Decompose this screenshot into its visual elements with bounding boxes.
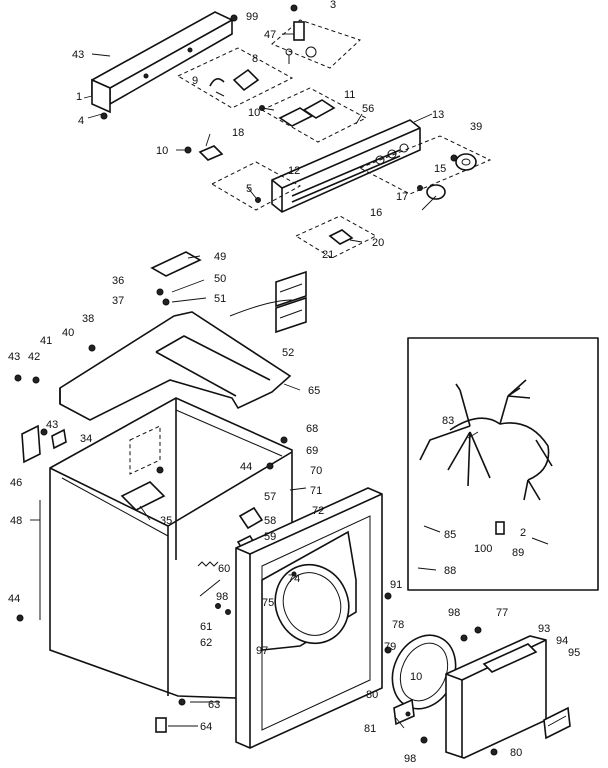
label-42: 42 [28, 351, 40, 363]
bracket-46 [21, 424, 67, 464]
label-8: 8 [252, 53, 258, 65]
label-85: 85 [444, 529, 456, 541]
label-89: 89 [512, 547, 524, 559]
control-knobs [358, 135, 492, 200]
label-44: 44 [8, 593, 20, 605]
label-70: 70 [310, 465, 322, 477]
label-52: 52 [282, 347, 294, 359]
label-60: 60 [218, 563, 230, 575]
top-panel-65 [59, 299, 293, 421]
label-38: 38 [82, 313, 94, 325]
label-78: 78 [392, 619, 404, 631]
label-80: 80 [510, 747, 522, 759]
label-100: 100 [474, 543, 492, 555]
label-98: 98 [216, 591, 228, 603]
label-56: 56 [362, 103, 374, 115]
label-93: 93 [538, 623, 550, 635]
label-48: 48 [10, 515, 22, 527]
label-37: 37 [112, 295, 124, 307]
label-43: 43 [46, 419, 58, 431]
door-handle-95 [543, 706, 571, 740]
label-40: 40 [62, 327, 74, 339]
label-91: 91 [390, 579, 402, 591]
control-panel-13 [271, 119, 421, 213]
bracket-20 [294, 215, 378, 259]
label-63: 63 [208, 699, 220, 711]
label-10: 10 [248, 107, 260, 119]
label-80: 80 [366, 689, 378, 701]
label-65: 65 [308, 385, 320, 397]
door-94 [445, 635, 547, 759]
label-36: 36 [112, 275, 124, 287]
label-95: 95 [568, 647, 580, 659]
label-43: 43 [72, 49, 84, 61]
label-9: 9 [192, 75, 198, 87]
label-94: 94 [556, 635, 568, 647]
label-3: 3 [330, 0, 336, 11]
cabinet-48 [39, 397, 293, 701]
bracket-18 [198, 145, 302, 211]
label-13: 13 [432, 109, 444, 121]
lid-switch-52 [275, 270, 307, 334]
label-5: 5 [246, 183, 252, 195]
label-17: 17 [396, 191, 408, 203]
label-39: 39 [470, 121, 482, 133]
label-21: 21 [322, 249, 334, 261]
label-83: 83 [442, 415, 454, 427]
label-34: 34 [80, 433, 92, 445]
label-81: 81 [364, 723, 376, 735]
label-62: 62 [200, 637, 212, 649]
label-69: 69 [306, 445, 318, 457]
label-64: 64 [200, 721, 212, 733]
label-68: 68 [306, 423, 318, 435]
label-99: 99 [246, 11, 258, 23]
label-59: 59 [264, 531, 276, 543]
spring-60 [197, 561, 231, 615]
part-labels: 3 99 43 47 8 9 1 4 10 11 56 13 39 18 10 … [8, 0, 580, 765]
label-98: 98 [448, 607, 460, 619]
label-15: 15 [434, 163, 446, 175]
console-back-panel [91, 11, 233, 114]
hinge-81 [384, 646, 415, 726]
label-11: 11 [344, 89, 355, 101]
label-47: 47 [264, 29, 276, 41]
label-41: 41 [40, 335, 52, 347]
label-71: 71 [310, 485, 322, 497]
label-4: 4 [78, 115, 84, 127]
label-44: 44 [240, 461, 252, 473]
label-2: 2 [520, 527, 526, 539]
label-75: 75 [262, 597, 274, 609]
label-35: 35 [160, 515, 172, 527]
label-12: 12 [288, 165, 300, 177]
label-49: 49 [214, 251, 226, 263]
label-43: 43 [8, 351, 20, 363]
label-74: 74 [288, 573, 300, 585]
leader-lines [30, 33, 479, 729]
timer-assembly-8 [176, 47, 294, 109]
label-98: 98 [404, 753, 416, 765]
label-50: 50 [214, 273, 226, 285]
label-72: 72 [312, 505, 324, 517]
lid-49 [150, 251, 202, 306]
label-57: 57 [264, 491, 276, 503]
switch-assembly-11 [260, 87, 368, 143]
label-16: 16 [370, 207, 382, 219]
label-79: 79 [384, 641, 396, 653]
label-88: 88 [444, 565, 456, 577]
wiring-harness-inset [407, 337, 599, 591]
label-77: 77 [496, 607, 508, 619]
label-58: 58 [264, 515, 276, 527]
label-1: 1 [76, 91, 82, 103]
console-bracket-47 [271, 19, 361, 69]
label-20: 20 [372, 237, 384, 249]
label-10: 10 [156, 145, 168, 157]
label-61: 61 [200, 621, 212, 633]
front-panel-72 [235, 487, 383, 749]
label-51: 51 [214, 293, 226, 305]
label-18: 18 [232, 127, 244, 139]
label-46: 46 [10, 477, 22, 489]
label-97: 97 [256, 645, 268, 657]
label-10: 10 [410, 671, 422, 683]
